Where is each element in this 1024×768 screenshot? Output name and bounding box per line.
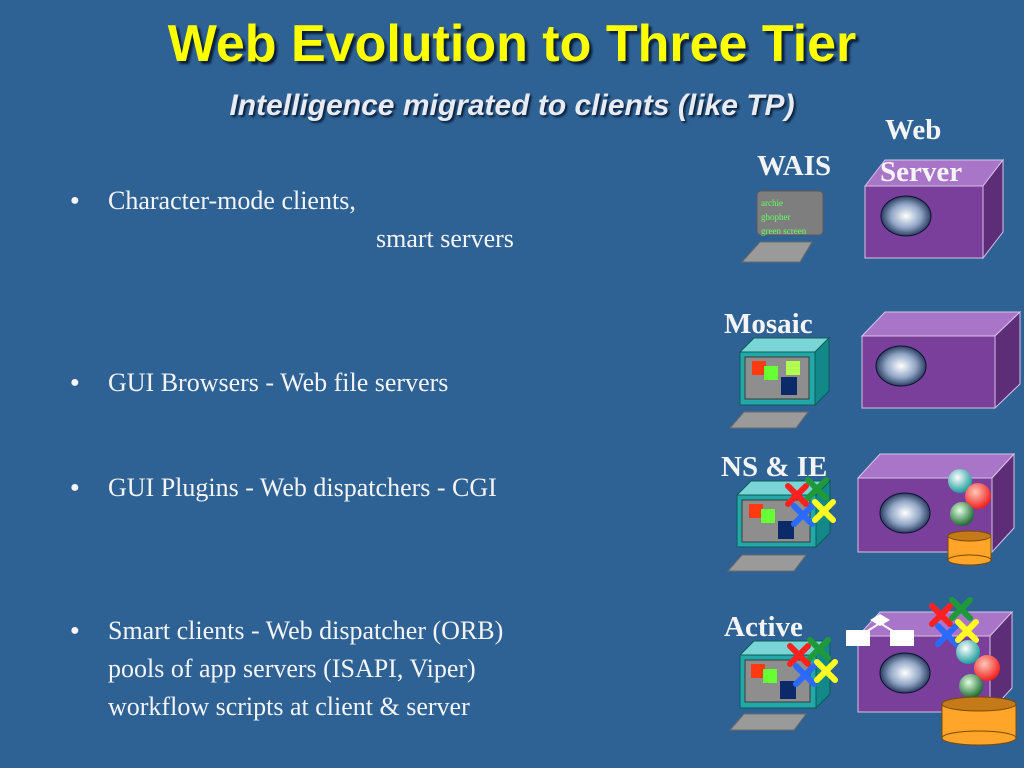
keyboard-icon xyxy=(728,411,809,429)
web-server-label-line2: Server xyxy=(880,156,963,188)
active-client xyxy=(728,637,838,731)
mosaic-client xyxy=(728,336,831,429)
object-ball-icon xyxy=(950,502,974,526)
object-ball-icon xyxy=(965,483,991,509)
web-server-label-line1: Web xyxy=(885,114,942,146)
mosaic-label: Mosaic xyxy=(724,308,813,340)
nsie-label: NS & IE xyxy=(721,451,828,483)
web-server-box xyxy=(860,310,1022,410)
web-server-box xyxy=(863,158,1005,260)
bullet-line: workflow scripts at client & server xyxy=(108,692,470,721)
bullet-line: pools of app servers (ISAPI, Viper) xyxy=(108,654,476,683)
keyboard-icon xyxy=(728,713,807,731)
lens-icon xyxy=(879,652,931,694)
bullet-line: Smart clients - Web dispatcher (ORB) xyxy=(108,616,504,645)
object-ball-icon xyxy=(948,469,972,493)
bullet-line: GUI Browsers - Web file servers xyxy=(108,368,449,397)
slide-subtitle: Intelligence migrated to clients (like T… xyxy=(229,89,795,122)
object-ball-icon xyxy=(959,674,983,698)
screen-line: archie xyxy=(761,198,783,208)
lens-icon xyxy=(875,345,927,387)
web-server-box xyxy=(856,452,1016,566)
bullet-line: GUI Plugins - Web dispatchers - CGI xyxy=(108,473,497,502)
object-ball-icon xyxy=(974,655,1000,681)
wais-terminal xyxy=(740,190,824,263)
wais-screen-text: archie ghopher green screen xyxy=(761,196,806,238)
screen-line: green screen xyxy=(761,226,807,236)
wais-label: WAIS xyxy=(757,150,832,182)
lens-icon xyxy=(880,195,932,237)
database-icon xyxy=(941,696,1017,746)
web-server-box xyxy=(846,597,1017,746)
bullet-line: smart servers xyxy=(376,224,514,253)
slide-title: Web Evolution to Three Tier xyxy=(167,15,857,73)
workflow-icon xyxy=(846,614,914,646)
plugin-crosses-icon xyxy=(787,637,838,687)
lens-icon xyxy=(879,492,931,534)
bullet-dot: ● xyxy=(70,374,80,391)
object-ball-icon xyxy=(956,640,980,664)
server-crosses-icon xyxy=(929,597,979,647)
plugin-crosses-icon xyxy=(785,477,836,527)
bullet-dot: ● xyxy=(70,479,80,496)
database-icon xyxy=(947,530,992,566)
bullet-dot: ● xyxy=(70,192,80,209)
nsie-client xyxy=(726,477,836,572)
screen-line: ghopher xyxy=(761,212,791,222)
keyboard-icon xyxy=(740,241,813,263)
bullet-dot: ● xyxy=(70,622,80,639)
active-label: Active xyxy=(724,611,803,643)
bullet-line: Character-mode clients, xyxy=(108,186,356,215)
keyboard-icon xyxy=(726,554,807,572)
